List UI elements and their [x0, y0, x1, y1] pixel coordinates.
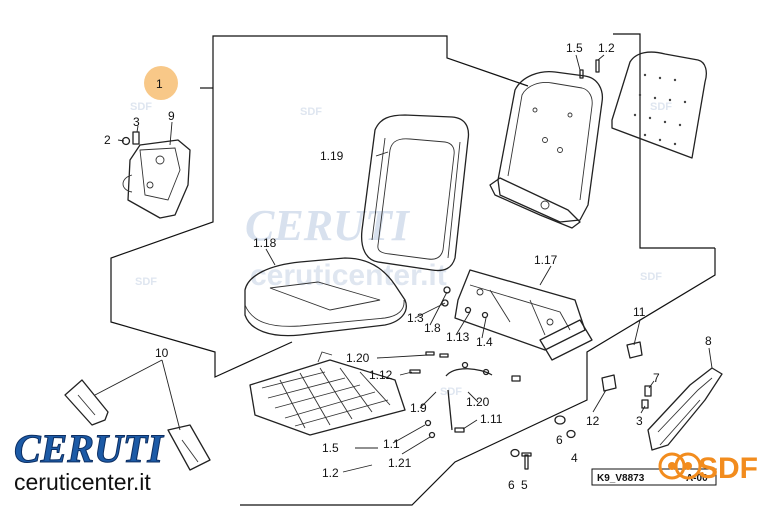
callout-1-1: 1.1 — [383, 437, 400, 451]
callout-1-5-lower: 1.5 — [322, 441, 339, 455]
callout-5: 5 — [521, 478, 528, 492]
callout-4: 4 — [571, 451, 578, 465]
part-9-hinge-cover — [122, 139, 191, 219]
seat-cushion — [244, 257, 407, 337]
small-hardware — [409, 59, 600, 439]
callout-1-21: 1.21 — [388, 456, 412, 470]
drawing-code-suffix: A-00 — [686, 473, 708, 484]
backrest-shell — [489, 70, 604, 229]
part-4-nut — [566, 429, 576, 439]
callout-1-2-top: 1.2 — [598, 41, 615, 55]
back-cover-panel — [611, 51, 707, 159]
callout-3-right: 3 — [636, 414, 643, 428]
callout-labels: 1 2 3 9 1.5 1.2 1.19 1.18 1.17 1.3 1.8 1… — [104, 41, 712, 492]
assembly-1-frame — [110, 33, 716, 506]
callout-1-12: 1.12 — [369, 368, 393, 382]
callout-1-17: 1.17 — [534, 253, 558, 267]
callout-11: 11 — [633, 305, 646, 319]
callout-1-20-upper: 1.20 — [346, 351, 370, 365]
watermark-small-1: SDF — [300, 106, 322, 118]
watermark-small-2: SDF — [130, 101, 152, 113]
ceruti-site-text: ceruticenter.it — [14, 469, 151, 495]
part-3-screw-right — [641, 399, 649, 409]
background-watermarks: CERUTI ceruticenter.it SDF SDF SDF SDF S… — [130, 101, 672, 398]
part-6-washer-2 — [510, 448, 520, 458]
part-6-washer-1 — [554, 415, 566, 425]
callout-1-20-lower: 1.20 — [466, 395, 490, 409]
callout-1-18: 1.18 — [253, 236, 277, 250]
drawing-code-box: K9_V8873 A-00 — [591, 468, 717, 486]
callout-1-2-lower: 1.2 — [322, 466, 339, 480]
callout-1-13: 1.13 — [446, 330, 470, 344]
callout-1: 1 — [156, 77, 163, 91]
callout-1-3: 1.3 — [407, 311, 424, 325]
screw-3-upper — [132, 131, 140, 145]
seat-grid-base — [249, 351, 406, 436]
backrest-cushion — [360, 114, 470, 272]
callout-2: 2 — [104, 133, 111, 147]
callout-1-5-top: 1.5 — [566, 41, 583, 55]
callout-1-9: 1.9 — [410, 401, 427, 415]
callout-1-4: 1.4 — [476, 335, 493, 349]
watermark-brand: CERUTI — [245, 201, 411, 250]
callout-1-11: 1.11 — [480, 412, 503, 426]
part-8-armrest — [647, 367, 723, 451]
watermark-small-6: SDF — [440, 386, 462, 398]
ceruti-logo: CERUTI ceruticenter.it — [14, 426, 165, 496]
seat-pan-bracket — [454, 269, 593, 361]
watermark-small-3: SDF — [135, 276, 157, 288]
callout-7: 7 — [653, 371, 660, 385]
callout-10: 10 — [155, 346, 169, 360]
callout-1-highlight — [144, 66, 178, 100]
part-11-clip — [626, 341, 643, 359]
part-10-seatbelt-buckles — [64, 379, 211, 471]
callout-12: 12 — [586, 414, 600, 428]
ceruti-logo-text: CERUTI — [14, 426, 164, 471]
leader-lines — [94, 54, 713, 473]
callout-6-upper: 6 — [556, 433, 563, 447]
callout-3-upper: 3 — [133, 115, 140, 129]
drawing-code: K9_V8873 — [597, 473, 645, 484]
callout-6-lower: 6 — [508, 478, 515, 492]
sdf-logo: SDF — [658, 452, 758, 485]
part-7-screw — [644, 385, 652, 397]
watermark-small-5: SDF — [640, 271, 662, 283]
callout-9: 9 — [168, 109, 175, 123]
part-5-bolt — [521, 452, 532, 470]
callout-1-8: 1.8 — [424, 321, 441, 335]
callout-1-19: 1.19 — [320, 149, 344, 163]
sdf-logo-text: SDF — [698, 452, 758, 485]
callout-8: 8 — [705, 334, 712, 348]
part-12-clip — [601, 374, 617, 392]
watermark-small-4: SDF — [650, 101, 672, 113]
